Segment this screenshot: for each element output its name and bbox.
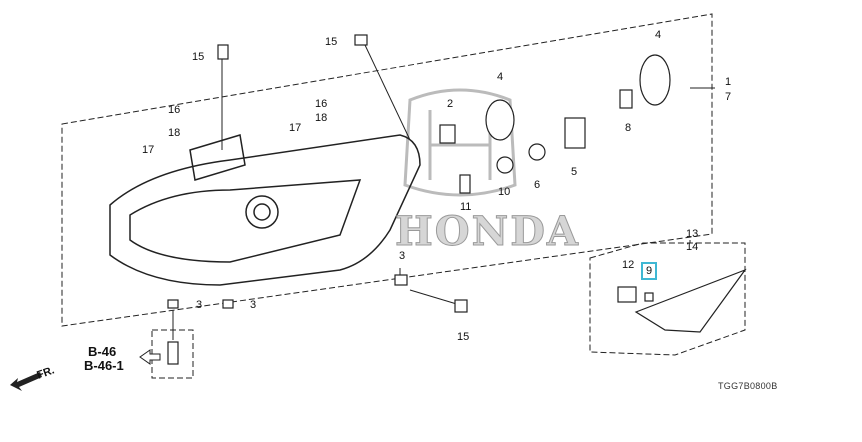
callout-1[interactable]: 1 — [725, 76, 732, 88]
honda-watermark-text: HONDA — [395, 208, 580, 256]
reference-arrow-icon — [139, 349, 161, 365]
callout-3[interactable]: 3 — [399, 250, 406, 262]
callout-17[interactable]: 17 — [289, 122, 302, 134]
callout-15[interactable]: 15 — [325, 36, 338, 48]
callout-8[interactable]: 8 — [625, 122, 632, 134]
callout-3[interactable]: 3 — [250, 299, 257, 311]
parts — [167, 34, 747, 365]
callout-16[interactable]: 16 — [168, 104, 181, 116]
socket-12 — [617, 286, 637, 303]
bulb-9 — [644, 292, 654, 302]
main-assembly-boundary — [61, 13, 713, 327]
seal-4 — [639, 54, 671, 106]
callout-4[interactable]: 4 — [655, 29, 662, 41]
callout-9-highlighted[interactable]: 9 — [640, 262, 658, 280]
callout-15[interactable]: 15 — [457, 331, 470, 343]
callout-18[interactable]: 18 — [168, 127, 181, 139]
callout-16[interactable]: 16 — [315, 98, 328, 110]
callout-6[interactable]: 6 — [534, 179, 541, 191]
socket-10 — [496, 156, 514, 174]
diagram-code: TGG7B0800B — [718, 381, 778, 391]
callout-18[interactable]: 18 — [315, 112, 328, 124]
callout-14[interactable]: 14 — [686, 241, 699, 253]
callout-7[interactable]: 7 — [725, 91, 732, 103]
callout-10[interactable]: 10 — [498, 186, 511, 198]
callout-4[interactable]: 4 — [497, 71, 504, 83]
reference-b46-1[interactable]: B-46-1 — [84, 358, 124, 373]
bulb-2 — [439, 124, 456, 144]
socket-5 — [564, 117, 586, 149]
callout-17[interactable]: 17 — [142, 144, 155, 156]
side-marker-boundary — [589, 242, 746, 356]
callout-12[interactable]: 12 — [622, 259, 635, 271]
clip-3 — [222, 299, 234, 309]
bolt-ref — [167, 341, 179, 365]
bulb-8 — [619, 89, 633, 109]
callout-2[interactable]: 2 — [447, 98, 454, 110]
bolt-15 — [354, 34, 368, 46]
clip-3 — [394, 274, 408, 286]
side-marker-lens — [634, 268, 747, 333]
headlight-housing — [109, 134, 421, 286]
bulb-11 — [459, 174, 471, 194]
callout-15[interactable]: 15 — [192, 51, 205, 63]
clip-3 — [167, 299, 179, 309]
callout-13[interactable]: 13 — [686, 228, 699, 240]
callout-5[interactable]: 5 — [571, 166, 578, 178]
callout-3[interactable]: 3 — [196, 299, 203, 311]
reference-b46[interactable]: B-46 — [88, 344, 117, 359]
ring-6 — [528, 143, 546, 161]
front-direction-arrow-icon — [10, 372, 42, 391]
seal-4 — [485, 99, 515, 141]
callout-11[interactable]: 11 — [460, 201, 472, 213]
bolt-15 — [454, 299, 468, 313]
bolt-reference-boundary — [151, 329, 194, 379]
bolt-15 — [217, 44, 229, 60]
